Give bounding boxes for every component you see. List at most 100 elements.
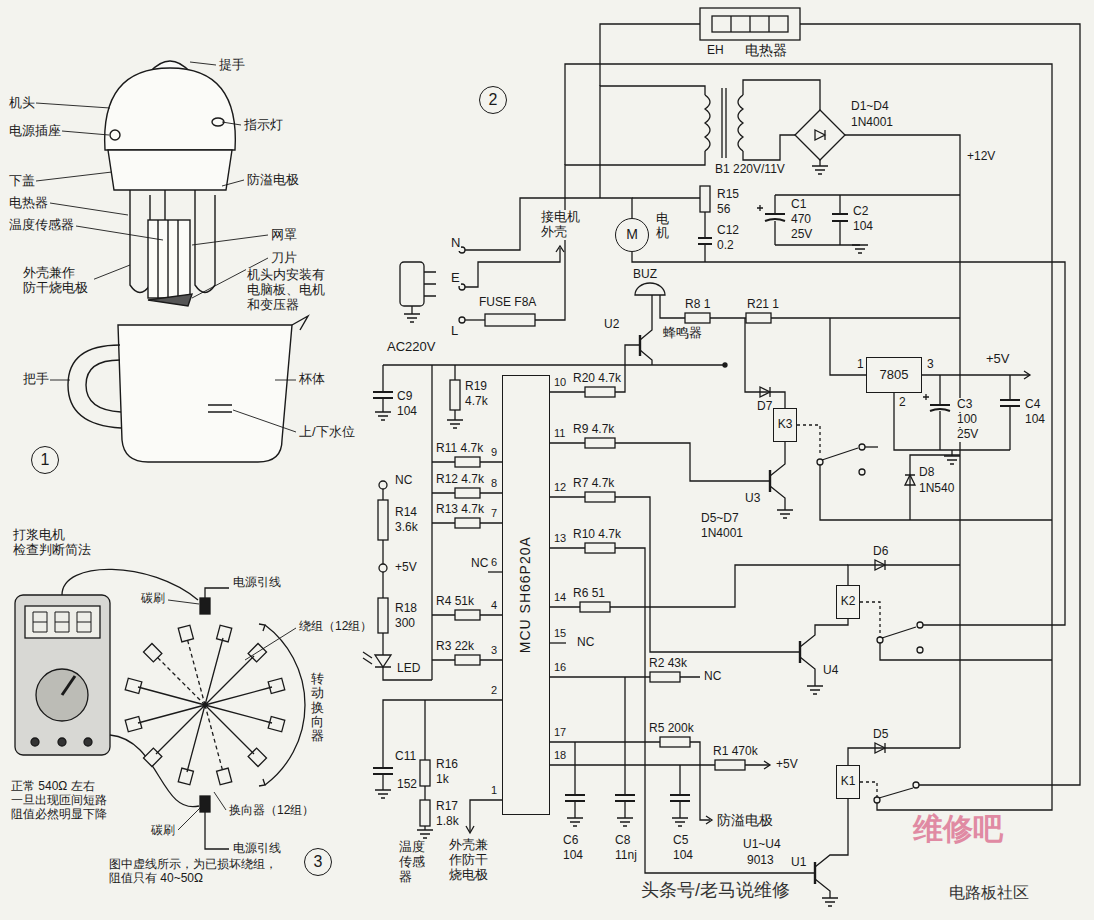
circuit-wires-part (882, 627, 916, 638)
motor-check-illustration-part (84, 738, 92, 746)
circuit-wires-part (550, 642, 566, 643)
circuit-wires-part (465, 319, 485, 320)
circuit-wires-part (466, 826, 474, 833)
motor-check-illustration-part-part (217, 625, 232, 642)
circuit-wires-part (832, 214, 848, 221)
pin-number: 13 (553, 532, 567, 545)
pin-number: 16 (553, 661, 567, 674)
circuit-wires-part (1024, 371, 1030, 379)
part-label: 4.7k (464, 395, 489, 409)
circuit-wires-part (585, 492, 615, 502)
part-label: U3 (744, 492, 761, 506)
part-label: 300 (394, 617, 416, 631)
blender-illustration-part (158, 220, 178, 298)
circuit-wires-part (722, 88, 726, 158)
part-label: 温度传感器 (398, 840, 426, 885)
circuit-wires-part (852, 245, 868, 253)
regulator-chip: 7805 (866, 357, 922, 393)
circuit-wires-part (765, 219, 785, 221)
pin-number: 8 (490, 477, 498, 490)
circuit-wires-part (550, 443, 770, 481)
circuit-wires-part (860, 602, 880, 637)
part-label: 绕组（12组） (298, 620, 373, 634)
motor-check-illustration-part (156, 638, 223, 772)
part-label: +12V (966, 150, 996, 164)
circuit-wires-part (615, 795, 635, 801)
blender-illustration-part-part (50, 203, 128, 215)
circuit-wires-part (820, 465, 1052, 520)
motor-symbol: M (615, 218, 649, 252)
circuit-wires-part (379, 481, 387, 489)
circuit-wires-part (383, 364, 725, 365)
part-label: AC220V (386, 340, 436, 355)
circuit-wires-part (859, 469, 865, 475)
circuit-wires-part (745, 318, 785, 408)
part-label: 防溢电极 (246, 173, 300, 188)
circuit-wires-part (815, 130, 825, 140)
part-label: NC (576, 636, 595, 650)
circuit-wires-part (585, 543, 615, 553)
part-label: 1N540 (918, 482, 955, 496)
circuit-wires-part (650, 672, 680, 682)
part-label: 碳刷 (140, 592, 166, 606)
part-label: C12 (716, 224, 740, 238)
circuit-wires-part (447, 420, 463, 428)
circuit-wires-part (910, 455, 960, 520)
circuit-wires-part (706, 816, 712, 824)
part-label: 104 (852, 220, 874, 234)
circuit-wires-part (660, 737, 690, 747)
circuit-wires-part (698, 238, 712, 244)
circuit-wires-part (769, 470, 771, 492)
motor-check-illustration-part-part (268, 717, 285, 732)
circuit-wires-part (865, 446, 878, 447)
pin-number: 3 (490, 644, 498, 657)
blender-illustration-part (292, 316, 308, 330)
part-label: NC (470, 557, 489, 571)
section-number: 2 (479, 86, 507, 114)
part-label: C1 (790, 198, 807, 212)
part-label: C6 (562, 834, 579, 848)
circuit-wires-part (550, 497, 800, 652)
circuit-wires-part (585, 438, 615, 448)
part-label: 接电机 外壳 (540, 210, 586, 240)
circuit-wires-part (812, 166, 828, 174)
part-label: 2 (898, 396, 907, 410)
circuit-wires-part (765, 213, 785, 215)
circuit-wires-part (375, 655, 391, 667)
circuit-wires-part (383, 700, 502, 790)
part-label: 1 (856, 358, 865, 372)
blender-illustration-part (68, 345, 121, 428)
part-label: R20 4.7k (572, 372, 622, 386)
part-label: 104 (562, 849, 584, 863)
part-label: R21 1 (746, 298, 780, 312)
section-number: 3 (304, 848, 332, 876)
part-label: B1 220V/11V (714, 163, 786, 177)
part-label: 图中虚线所示，为已损坏绕组， 阻值只有 40~50Ω (108, 858, 300, 886)
node-text: MCU SH66P20A (518, 536, 533, 653)
circuit-wires-part (550, 742, 710, 820)
circuit-wires-part (535, 151, 705, 320)
blender-illustration-part-part (190, 62, 216, 65)
part-label: 机头内安装有 电脑板、电机 和变压器 (246, 268, 338, 313)
circuit-wires-part (632, 186, 705, 198)
pin-number: 17 (553, 726, 567, 739)
part-label: C5 (672, 834, 689, 848)
motor-check-illustration-part-part (125, 717, 142, 732)
motor-check-illustration-part (200, 796, 210, 812)
circuit-wires-part (922, 374, 1030, 375)
blender-illustration-part-part (76, 226, 163, 240)
blender-illustration-part-part (62, 131, 109, 135)
circuit-wires-part (822, 448, 858, 460)
pin-number: 15 (553, 627, 567, 640)
circuit-wires-part (617, 818, 633, 826)
part-label: U1~U4 (742, 838, 782, 852)
motor-check-illustration-part-part (268, 678, 285, 693)
blender-illustration-part-part (92, 265, 130, 280)
motor-check-illustration-part-part (217, 768, 232, 785)
circuit-wires-part (738, 95, 743, 151)
part-label: 11nj (614, 849, 638, 863)
circuit-wires-part (731, 16, 769, 32)
circuit-wires-part (905, 475, 915, 485)
blender-illustration (36, 61, 308, 462)
